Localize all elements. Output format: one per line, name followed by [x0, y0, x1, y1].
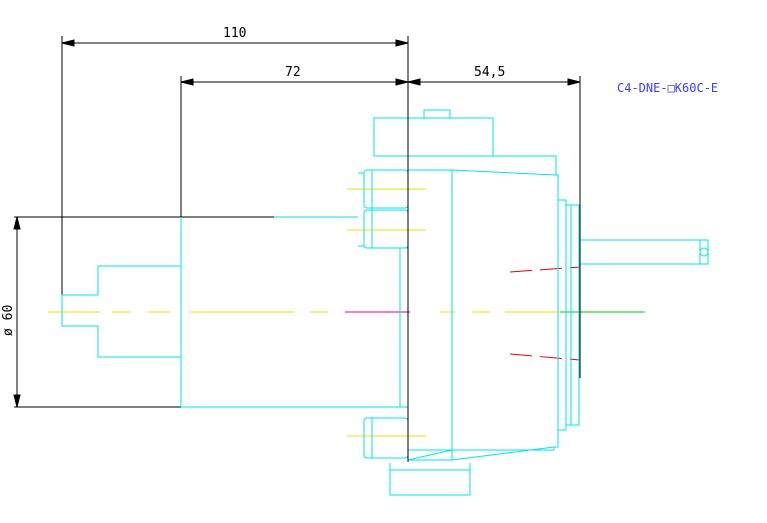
stud-bottom: [363, 417, 409, 459]
shaft-key-mark: [699, 247, 709, 257]
dim-label-54-5: 54,5: [474, 65, 505, 80]
dim-label-72: 72: [285, 65, 301, 80]
stud-centerlines: [347, 188, 426, 437]
hidden-lines: [509, 266, 581, 361]
output-flange: [557, 199, 567, 431]
mounting-foot: [389, 469, 471, 496]
motor-outline: [61, 109, 709, 496]
body-flange-band: [399, 247, 409, 408]
dimension-lines: [13, 36, 581, 462]
output-shaft: [579, 239, 709, 265]
output-flange-inner: [565, 204, 580, 426]
stud-middle: [363, 209, 409, 249]
rear-cap: [61, 265, 181, 358]
dim-label-diameter: ø 60: [1, 305, 16, 336]
terminal-block: [373, 117, 494, 156]
terminal-tab: [423, 109, 451, 119]
model-code-label: C4-DNE-□K60C-E: [617, 81, 718, 95]
dim-label-110: 110: [223, 26, 246, 41]
gear-housing: [407, 155, 559, 451]
